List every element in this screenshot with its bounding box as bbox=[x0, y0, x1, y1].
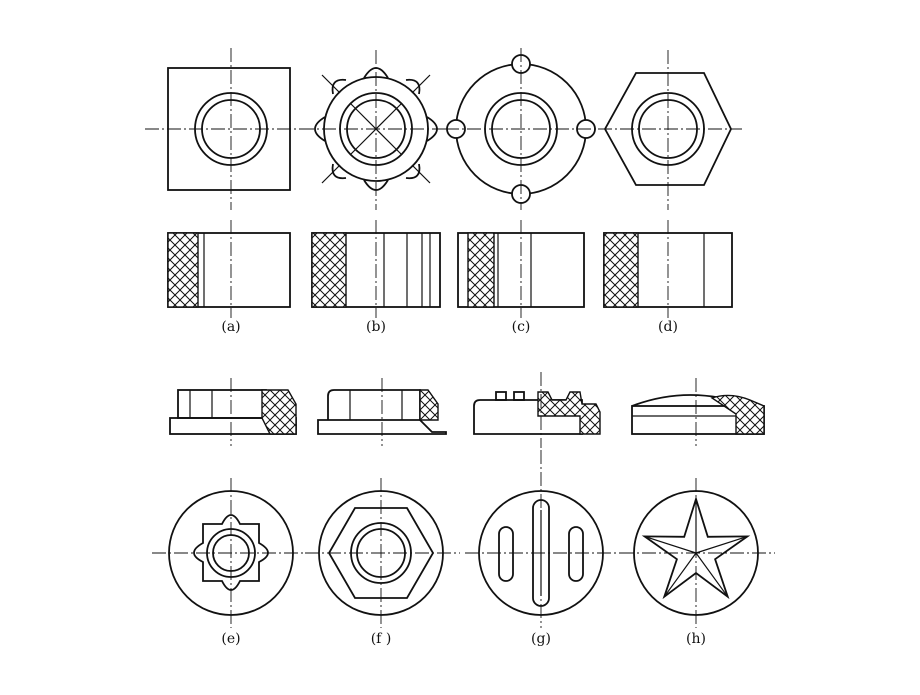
figure-g-side-view bbox=[473, 372, 601, 448]
figure-g bbox=[465, 372, 620, 628]
figure-f-label: (f ) bbox=[371, 631, 392, 647]
figure-b-label: (b) bbox=[366, 319, 386, 335]
figure-b-section-view bbox=[311, 220, 441, 318]
figure-e-top-view bbox=[152, 478, 310, 628]
figure-b bbox=[300, 50, 455, 318]
figure-d bbox=[598, 50, 742, 318]
figure-f-top-view bbox=[305, 478, 460, 628]
figure-h-label: (h) bbox=[686, 631, 706, 647]
figure-h-side-view bbox=[631, 378, 765, 446]
figure-c-section-view bbox=[457, 220, 585, 318]
figure-f-side-view bbox=[317, 378, 447, 446]
figure-h-top-view bbox=[620, 478, 775, 628]
figure-e-side-view bbox=[169, 378, 297, 446]
figure-a-top-view bbox=[145, 48, 315, 210]
figure-c bbox=[445, 48, 600, 318]
figure-d-top-view bbox=[598, 50, 742, 210]
figure-e bbox=[152, 378, 310, 628]
figure-c-label: (c) bbox=[512, 319, 531, 335]
figure-d-section-view bbox=[603, 220, 733, 318]
figure-a-label: (a) bbox=[221, 319, 240, 335]
figure-d-label: (d) bbox=[658, 319, 678, 335]
figure-a bbox=[145, 48, 315, 318]
figure-g-label: (g) bbox=[531, 631, 551, 647]
figure-g-top-view bbox=[465, 450, 620, 628]
figure-c-top-view bbox=[445, 48, 600, 210]
figure-a-section-view bbox=[167, 220, 291, 318]
figure-h bbox=[620, 378, 775, 628]
figure-e-label: (e) bbox=[221, 631, 240, 647]
figure-f bbox=[305, 378, 460, 628]
figure-b-top-view bbox=[300, 50, 455, 210]
